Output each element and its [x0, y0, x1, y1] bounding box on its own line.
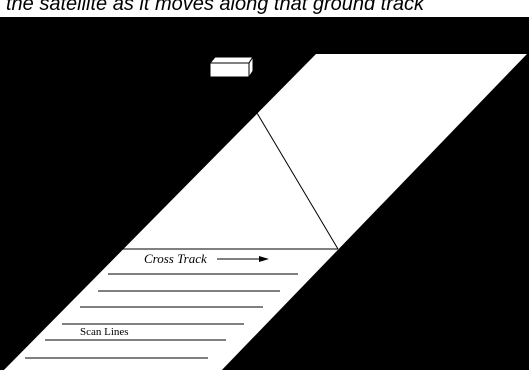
cross-track-label: Cross Track — [144, 251, 207, 266]
satellite-scan-diagram: Cross Track Scan Lines — [0, 17, 529, 370]
satellite-icon — [210, 57, 253, 77]
scan-lines-label: Scan Lines — [80, 326, 129, 338]
caption: the satellite as it moves along that gro… — [6, 0, 529, 16]
